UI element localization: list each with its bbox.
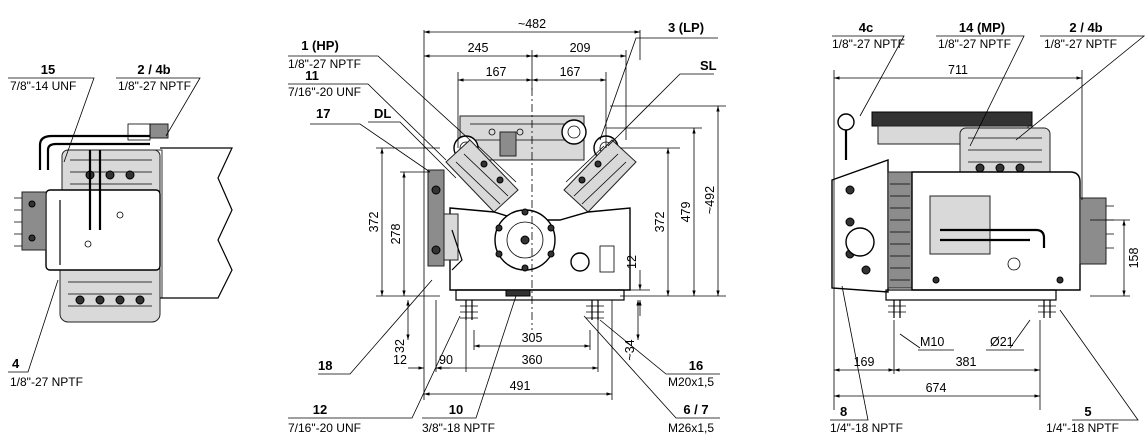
callout-2-4b-right-spec: 1/8"-27 NPTF	[1044, 37, 1117, 51]
callout-5-number: 5	[1084, 404, 1091, 419]
dim-height-372-right: 372	[653, 212, 667, 233]
dim-base-90: 90	[439, 353, 453, 367]
dim-base-305: 305	[522, 331, 543, 345]
front-view-dimensions	[376, 30, 726, 400]
callout-10-spec: 3/8"-18 NPTF	[422, 421, 495, 435]
callout-12-spec: 7/16"-20 UNF	[288, 421, 361, 435]
callout-6-7-spec: M26x1,5	[668, 421, 714, 435]
left-view-leaders	[8, 77, 201, 373]
dim-width-total: ~482	[518, 17, 546, 31]
callout-15-number: 15	[41, 62, 55, 77]
callout-4c-spec: 1/8"-27 NPTF	[832, 37, 905, 51]
dim-half-right: 167	[560, 65, 581, 79]
bolt-m10-label: M10	[920, 335, 944, 349]
left-partial-view	[14, 123, 233, 323]
callout-14-mp-number: 14 (MP)	[959, 20, 1005, 35]
dim-foot-32: 32	[393, 339, 407, 353]
dim-side-674: 674	[926, 381, 947, 395]
callout-17-number: 17	[316, 106, 330, 121]
callout-dl-label: DL	[374, 106, 391, 121]
callout-8-number: 8	[840, 404, 847, 419]
callout-labels: 15 7/8"-14 UNF 2 / 4b 1/8"-27 NPTF 4 1/8…	[10, 20, 1119, 435]
dim-left-offset: 245	[468, 41, 489, 55]
callout-11-number: 11	[305, 68, 319, 83]
dim-height-372-left: 372	[367, 212, 381, 233]
callout-3-lp-number: 3 (LP)	[668, 20, 704, 35]
dim-side-158: 158	[1127, 248, 1141, 269]
front-view	[427, 88, 637, 330]
dim-height-492: ~492	[703, 186, 717, 214]
side-view-dimensions	[833, 70, 1130, 410]
callout-sl-label: SL	[700, 58, 717, 73]
dim-height-479: 479	[679, 202, 693, 223]
dim-side-381: 381	[956, 355, 977, 369]
callout-6-7-number: 6 / 7	[683, 402, 708, 417]
dim-side-169: 169	[854, 355, 875, 369]
front-view-leaders	[288, 37, 720, 419]
callout-4-spec: 1/8"-27 NPTF	[10, 375, 83, 389]
dim-foot-34: ~34	[623, 339, 637, 360]
callout-16-number: 16	[689, 358, 703, 373]
callout-1-hp-number: 1 (HP)	[301, 38, 339, 53]
dim-side-711: 711	[948, 63, 968, 77]
callout-5-spec: 1/4"-18 NPTF	[1046, 421, 1119, 435]
dim-foot-12: 12	[625, 255, 639, 269]
callout-16-spec: M20x1,5	[668, 375, 714, 389]
callout-1-hp-spec: 1/8"-27 NPTF	[288, 57, 361, 71]
callout-2-4b-left-spec: 1/8"-27 NPTF	[118, 79, 191, 93]
callout-11-spec: 7/16"-20 UNF	[288, 85, 361, 99]
callout-15-spec: 7/8"-14 UNF	[10, 79, 76, 93]
side-view-leaders	[830, 35, 1146, 421]
dim-height-278: 278	[389, 224, 403, 245]
callout-8-spec: 1/4"-18 NPTF	[830, 421, 903, 435]
side-view	[831, 111, 1114, 318]
dim-base-12: 12	[393, 353, 407, 367]
callout-18-number: 18	[318, 358, 332, 373]
dim-right-offset: 209	[570, 41, 591, 55]
callout-2-4b-right-number: 2 / 4b	[1069, 20, 1102, 35]
dim-half-left: 167	[486, 65, 507, 79]
hole-d21-label: Ø21	[990, 335, 1014, 349]
callout-2-4b-left-number: 2 / 4b	[137, 62, 170, 77]
dimension-labels: ~482 245 209 167 167 372 278 372 479 ~49…	[367, 17, 1141, 395]
callout-10-number: 10	[449, 402, 463, 417]
callout-4-number: 4	[12, 356, 20, 371]
callout-4c-number: 4c	[859, 20, 873, 35]
callout-12-number: 12	[313, 402, 327, 417]
callout-14-mp-spec: 1/8"-27 NPTF	[938, 37, 1011, 51]
dim-base-360: 360	[522, 353, 543, 367]
dim-base-491: 491	[510, 379, 531, 393]
